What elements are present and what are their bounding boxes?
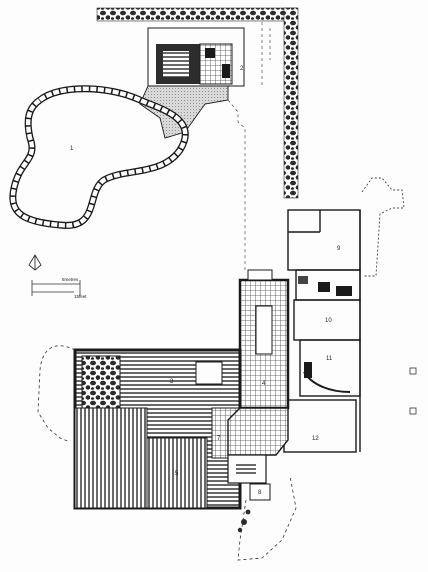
garden-shrub: [237, 527, 243, 533]
east-wing-fixtures: [298, 276, 352, 393]
chapel-ruins: [361, 177, 405, 277]
room-number-4: 4: [262, 381, 266, 387]
room-number-5: 5: [175, 471, 179, 477]
scale-label-metres: 5metres: [62, 277, 79, 282]
scale-label-feet: 15feet: [74, 294, 87, 299]
room-number-10: 10: [325, 318, 332, 324]
marker-square: [409, 367, 417, 375]
south-path: [237, 475, 297, 561]
room-number-11: 11: [326, 356, 333, 362]
marker-square: [409, 407, 417, 415]
room-number-7: 7: [217, 436, 221, 442]
garden-boundary: [227, 22, 271, 270]
pond-path-inner: [10, 86, 188, 228]
dining-hall: [238, 269, 290, 410]
garden-shrub: [245, 509, 251, 515]
garden-shrub: [241, 519, 247, 525]
room-number-3: 3: [170, 379, 174, 385]
room-number-8: 8: [258, 490, 262, 496]
room-labels: 1 2 3 4 5 6 7 8 9 10 11 12: [70, 66, 341, 496]
stone-boundary-wall: [96, 7, 299, 199]
entrance-hall: [227, 407, 289, 456]
west-boundary: [37, 345, 76, 443]
room-number-1: 1: [70, 146, 74, 152]
room-number-12: 12: [312, 436, 319, 442]
outbuilding: [147, 27, 245, 87]
east-wing: [283, 209, 361, 453]
room-number-6: 6: [96, 376, 100, 382]
room-number-9: 9: [337, 246, 341, 252]
main-hall: [73, 348, 242, 510]
north-arrow: [28, 254, 42, 271]
entrance-porch: [227, 454, 271, 501]
room-number-2: 2: [240, 66, 244, 72]
scale-bar: 5metres 15feet: [31, 277, 87, 299]
